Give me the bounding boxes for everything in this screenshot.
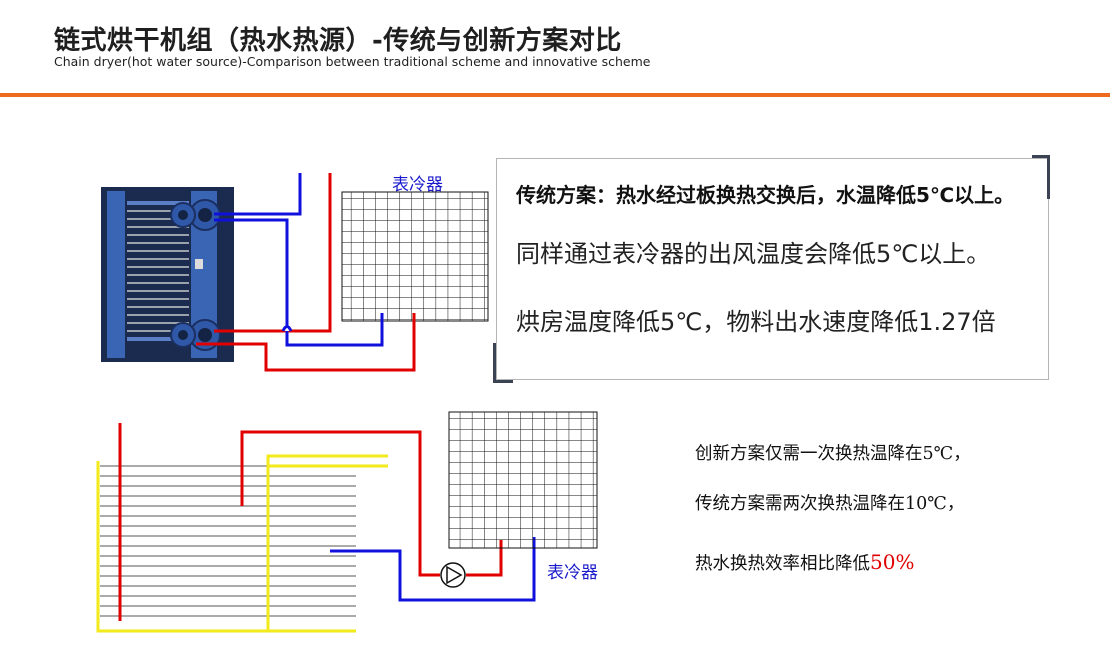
- top-blue-pipe-return: [214, 218, 384, 347]
- top-cooler-label: 表冷器: [392, 175, 443, 195]
- header-divider: [0, 93, 1110, 97]
- efficiency-value: 50%: [870, 550, 915, 574]
- bottom-cooler-grid: [448, 411, 598, 549]
- bottom-cooler-label: 表冷器: [547, 563, 598, 583]
- bottom-yellow-pipe-inner: [266, 454, 388, 631]
- bottom-red-pipe-cooler: [466, 540, 503, 577]
- efficiency-note-prefix: 热水换热效率相比降低: [695, 554, 870, 574]
- pump-icon: [440, 562, 466, 588]
- innovative-scheme-note: 创新方案仅需一次换热温降在5℃，: [695, 444, 971, 464]
- traditional-scheme-line-1: 同样通过表冷器的出风温度会降低5℃以上。: [516, 240, 991, 268]
- bottom-yellow-pipe-left: [96, 461, 356, 633]
- top-cooler-grid: [341, 191, 489, 322]
- page-subtitle: Chain dryer(hot water source)-Comparison…: [54, 54, 651, 69]
- traditional-scheme-box: [496, 158, 1049, 380]
- box-corner-decoration-bottom: [493, 343, 513, 383]
- dryer-lines: [100, 465, 356, 617]
- top-blue-pipe-supply: [214, 173, 302, 216]
- traditional-scheme-note: 传统方案需两次换热温降在10℃，: [695, 494, 965, 514]
- traditional-scheme-heading: 传统方案：热水经过板换热交换后，水温降低5℃以上。: [516, 183, 1015, 207]
- top-red-pipe-supply: [214, 173, 332, 333]
- bottom-blue-pipe-return: [330, 537, 536, 602]
- plate-heat-exchanger-image: [101, 187, 234, 362]
- traditional-scheme-line-2: 烘房温度降低5℃，物料出水速度降低1.27倍: [516, 308, 996, 336]
- efficiency-note: 热水换热效率相比降低50%: [695, 550, 914, 575]
- bottom-red-pipe-supply: [240, 430, 440, 577]
- page-title: 链式烘干机组（热水热源）-传统与创新方案对比: [54, 26, 622, 56]
- top-blue-pipe-crossover: [281, 325, 293, 332]
- box-corner-decoration-top: [1032, 155, 1050, 199]
- top-red-pipe-return: [196, 313, 416, 372]
